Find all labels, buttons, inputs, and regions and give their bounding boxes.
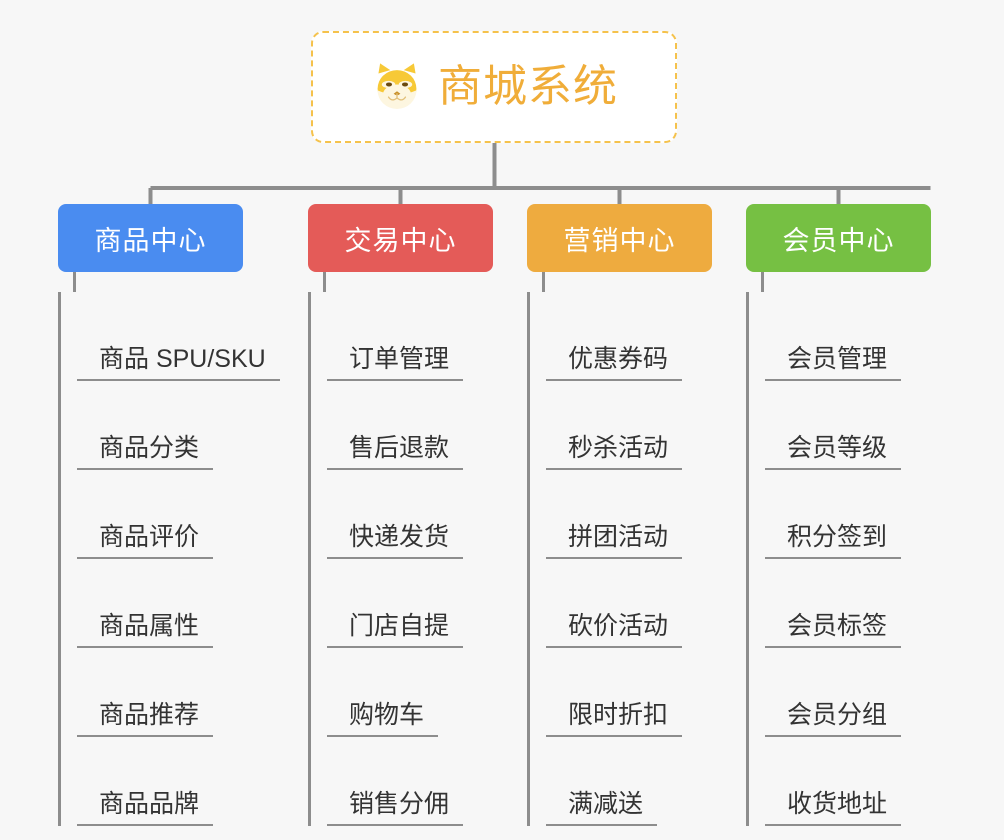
- list-item-label: 积分签到: [765, 523, 902, 559]
- list-item-label: 收货地址: [765, 790, 902, 826]
- list-item[interactable]: 售后退款: [327, 381, 493, 470]
- list-item[interactable]: 收货地址: [765, 737, 931, 826]
- list-item[interactable]: 商品属性: [77, 559, 280, 648]
- list-item[interactable]: 优惠券码: [546, 292, 712, 381]
- list-item-label: 优惠券码: [546, 345, 683, 381]
- branch-column-1: 商品中心 商品 SPU/SKU 商品分类 商品评价 商品属性 商品推荐 商品品牌: [58, 204, 280, 826]
- list-item-label: 销售分佣: [327, 790, 464, 826]
- list-item-label: 快递发货: [327, 523, 464, 559]
- branch-title: 交易中心: [344, 225, 457, 256]
- list-item-label: 拼团活动: [546, 523, 683, 559]
- list-item-label: 购物车: [327, 701, 439, 737]
- branch-header-2[interactable]: 交易中心: [308, 204, 493, 272]
- branch-header-4[interactable]: 会员中心: [746, 204, 931, 272]
- list-item-label: 订单管理: [327, 345, 464, 381]
- list-item-label: 商品属性: [77, 612, 214, 648]
- list-item-label: 商品分类: [77, 434, 214, 470]
- root-node[interactable]: 商城系统: [311, 31, 677, 143]
- list-item-label: 满减送: [546, 790, 658, 826]
- list-item-label: 商品推荐: [77, 701, 214, 737]
- list-item-label: 秒杀活动: [546, 434, 683, 470]
- branch-column-3: 营销中心 优惠券码 秒杀活动 拼团活动 砍价活动 限时折扣 满减送: [527, 204, 712, 826]
- list-item[interactable]: 商品品牌: [77, 737, 280, 826]
- list-item[interactable]: 快递发货: [327, 470, 493, 559]
- list-item[interactable]: 积分签到: [765, 470, 931, 559]
- branch-title: 会员中心: [782, 225, 895, 256]
- list-item[interactable]: 商品分类: [77, 381, 280, 470]
- list-item[interactable]: 订单管理: [327, 292, 493, 381]
- branch-column-4: 会员中心 会员管理 会员等级 积分签到 会员标签 会员分组 收货地址: [746, 204, 931, 826]
- list-item[interactable]: 购物车: [327, 648, 493, 737]
- list-item-label: 门店自提: [327, 612, 464, 648]
- branch-title: 营销中心: [563, 225, 676, 256]
- list-item-label: 商品品牌: [77, 790, 214, 826]
- shiba-dog-face-icon: [377, 63, 417, 109]
- list-item-label: 售后退款: [327, 434, 464, 470]
- branch-column-2: 交易中心 订单管理 售后退款 快递发货 门店自提 购物车 销售分佣: [308, 204, 493, 826]
- branch-items-3: 优惠券码 秒杀活动 拼团活动 砍价活动 限时折扣 满减送: [527, 292, 712, 826]
- list-item[interactable]: 商品推荐: [77, 648, 280, 737]
- list-item[interactable]: 会员标签: [765, 559, 931, 648]
- list-item[interactable]: 销售分佣: [327, 737, 493, 826]
- list-item[interactable]: 拼团活动: [546, 470, 712, 559]
- list-item[interactable]: 会员管理: [765, 292, 931, 381]
- list-item[interactable]: 门店自提: [327, 559, 493, 648]
- list-item-label: 会员管理: [765, 345, 902, 381]
- list-item[interactable]: 会员分组: [765, 648, 931, 737]
- list-item-label: 会员等级: [765, 434, 902, 470]
- list-item-label: 商品 SPU/SKU: [77, 345, 280, 381]
- list-item[interactable]: 砍价活动: [546, 559, 712, 648]
- list-item[interactable]: 限时折扣: [546, 648, 712, 737]
- list-item-label: 商品评价: [77, 523, 214, 559]
- list-item-label: 限时折扣: [546, 701, 683, 737]
- list-item[interactable]: 秒杀活动: [546, 381, 712, 470]
- branch-title: 商品中心: [94, 225, 207, 256]
- list-item-label: 会员标签: [765, 612, 902, 648]
- root-title: 商城系统: [438, 62, 618, 111]
- list-item[interactable]: 商品 SPU/SKU: [77, 292, 280, 381]
- list-item[interactable]: 会员等级: [765, 381, 931, 470]
- branch-items-2: 订单管理 售后退款 快递发货 门店自提 购物车 销售分佣: [308, 292, 493, 826]
- list-item-label: 砍价活动: [546, 612, 683, 648]
- list-item[interactable]: 满减送: [546, 737, 712, 826]
- branch-items-4: 会员管理 会员等级 积分签到 会员标签 会员分组 收货地址: [746, 292, 931, 826]
- branch-header-3[interactable]: 营销中心: [527, 204, 712, 272]
- list-item-label: 会员分组: [765, 701, 902, 737]
- list-item[interactable]: 商品评价: [77, 470, 280, 559]
- branch-items-1: 商品 SPU/SKU 商品分类 商品评价 商品属性 商品推荐 商品品牌: [58, 292, 280, 826]
- branch-header-1[interactable]: 商品中心: [58, 204, 243, 272]
